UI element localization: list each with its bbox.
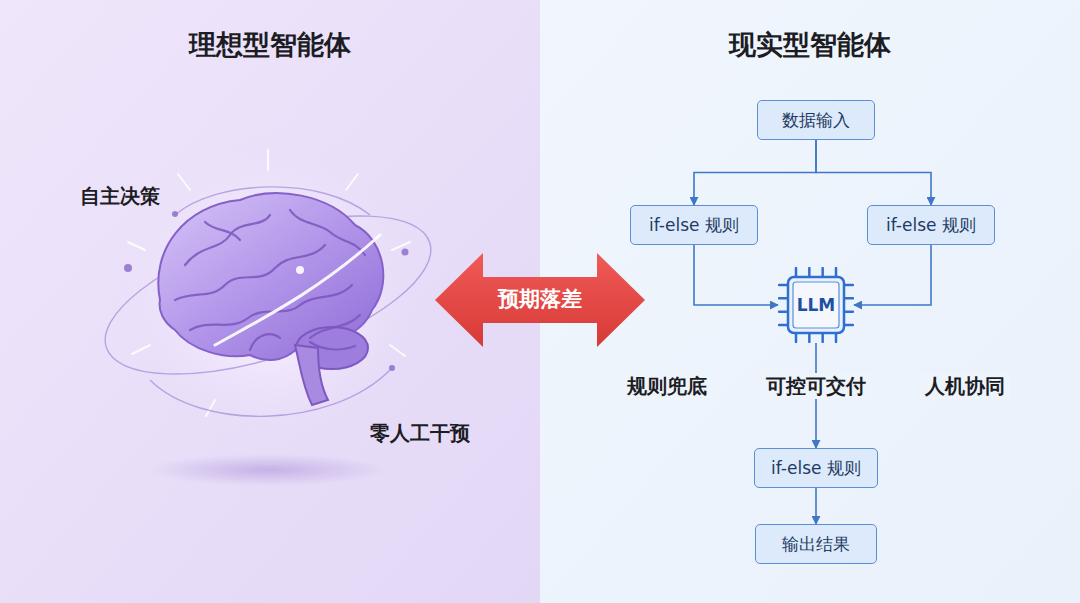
node-text: if-else 规则 [771,458,861,478]
rule-box: if-else 规则 [867,205,995,245]
rule-box: if-else 规则 [754,448,878,488]
flow-connector [694,245,778,305]
flow-connector [854,245,931,305]
node-text: 数据输入 [782,110,850,130]
flow-connector [694,140,816,205]
flow-connector [815,488,817,524]
node-text: 输出结果 [782,534,850,554]
feature-label: 规则兜底 [622,373,712,399]
rule-box: if-else 规则 [630,205,758,245]
feature-label: 可控可交付 [761,373,871,399]
feature-label: 自主决策 [80,184,160,208]
input-box: 数据输入 [757,100,875,140]
feature-label: 零人工干预 [370,421,470,445]
node-text: if-else 规则 [649,215,739,235]
gap-arrow: 预期落差 [435,253,645,347]
node-text: LLM [797,295,836,315]
node-text: if-else 规则 [886,215,976,235]
panel-title: 理想型智能体 [189,29,351,61]
feature-label: 人机协同 [920,373,1010,399]
output-box: 输出结果 [755,524,877,564]
flow-connector [816,140,931,205]
node-text: 预期落差 [498,287,582,312]
panel-title: 现实型智能体 [729,29,891,61]
llm-chip: LLM [778,267,854,343]
